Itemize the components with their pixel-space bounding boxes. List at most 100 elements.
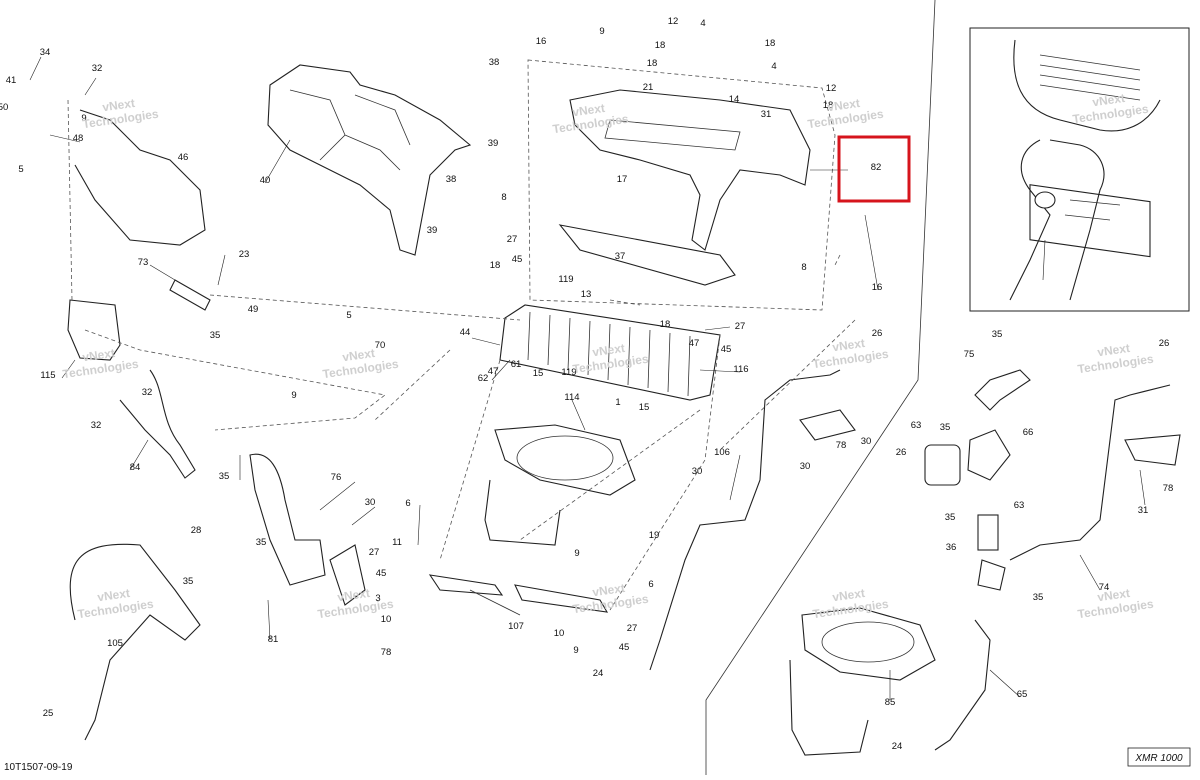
callout-32-3: 32 (91, 420, 102, 431)
callout-26-3: 26 (1159, 338, 1170, 349)
callout-4-2: 4 (771, 61, 776, 72)
callout-5-2: 5 (346, 310, 351, 321)
callout-45-4: 45 (619, 642, 630, 653)
callout-5-1: 5 (18, 164, 23, 175)
callout-119-1: 119 (558, 274, 573, 285)
inset-radiator-assembly (1009, 39, 1161, 301)
callout-45-2: 45 (721, 344, 732, 355)
callout-16-2: 16 (872, 282, 883, 293)
callout-73: 73 (138, 257, 149, 268)
watermark-line-1: vNext (1096, 586, 1130, 604)
callout-6-1: 6 (405, 498, 410, 509)
callout-38-1: 38 (489, 57, 500, 68)
callout-18-1: 18 (655, 40, 666, 51)
watermark-line-1: vNext (336, 586, 370, 604)
callout-46: 46 (178, 152, 189, 163)
part-84-hose (119, 369, 196, 479)
callout-35-1: 35 (210, 330, 221, 341)
callout-47-1: 47 (488, 366, 499, 377)
callout-13: 13 (581, 289, 592, 300)
callout-18-3: 18 (765, 38, 776, 49)
callout-4-1: 4 (700, 18, 705, 29)
part-65-hose (934, 619, 991, 751)
callout-9-2: 9 (599, 26, 604, 37)
part-36-tee (977, 559, 1006, 591)
callout-115: 115 (40, 370, 55, 381)
part-66-thermostat-housing (967, 429, 1011, 481)
callout-27-2: 27 (735, 321, 746, 332)
callout-85: 85 (885, 697, 896, 708)
part-40-front-cover (267, 64, 472, 256)
part-85-fan (789, 607, 936, 756)
callout-30-3: 30 (800, 461, 811, 472)
callout-49: 49 (248, 304, 259, 315)
callout-82: 82 (871, 162, 882, 173)
part-78-hose-right (1124, 434, 1181, 466)
callout-10-1: 10 (381, 614, 392, 625)
callout-34: 34 (40, 47, 51, 58)
part-73-hose-end (169, 279, 211, 311)
callout-1: 1 (615, 397, 620, 408)
watermark-line-1: vNext (1096, 341, 1130, 359)
drawing-code: 10T1507-09-19 (4, 762, 73, 773)
callout-41: 41 (6, 75, 17, 86)
part-76-hose (249, 453, 326, 586)
callout-66: 66 (1023, 427, 1034, 438)
callout-70: 70 (375, 340, 386, 351)
watermark-line-1: vNext (591, 581, 625, 599)
callout-8-2: 8 (801, 262, 806, 273)
callout-76: 76 (331, 472, 342, 483)
watermark-line-1: vNext (826, 96, 860, 114)
callout-18-5: 18 (490, 260, 501, 271)
callout-119-2: 119 (561, 367, 576, 378)
callout-15-2: 15 (639, 402, 650, 413)
callout-78-2: 78 (836, 440, 847, 451)
callout-84: 84 (130, 462, 141, 473)
upper-frame-outline (527, 59, 836, 311)
callout-35-7: 35 (945, 512, 956, 523)
watermark-line-1: vNext (571, 101, 605, 119)
callout-19: 19 (649, 530, 660, 541)
callout-24-1: 24 (593, 668, 604, 679)
inset-frame (969, 27, 1190, 312)
callout-9-4: 9 (573, 645, 578, 656)
callout-28: 28 (191, 525, 202, 536)
callout-26-1: 26 (872, 328, 883, 339)
callout-114: 114 (564, 392, 579, 403)
callout-9-3: 9 (291, 390, 296, 401)
callout-32-1: 32 (92, 63, 103, 74)
callout-30-2: 30 (692, 466, 703, 477)
part-107-bracket-right (514, 584, 609, 613)
part-106-hose (649, 369, 841, 671)
watermark-line-1: vNext (341, 346, 375, 364)
callout-12-2: 12 (826, 83, 837, 94)
callout-26-2: 26 (896, 447, 907, 458)
callout-38-2: 38 (446, 174, 457, 185)
callout-3: 3 (375, 593, 380, 604)
callout-31-1: 31 (761, 109, 772, 120)
callout-25: 25 (43, 708, 54, 719)
callout-27-1: 27 (507, 234, 518, 245)
callout-23: 23 (239, 249, 250, 260)
callout-8-1: 8 (501, 192, 506, 203)
callout-106: 106 (714, 447, 730, 458)
part-46-hose (74, 109, 206, 246)
callout-45-1: 45 (512, 254, 523, 265)
callout-18-4: 18 (823, 100, 834, 111)
callout-16-1: 16 (536, 36, 547, 47)
callout-107: 107 (508, 621, 524, 632)
watermark-line-1: vNext (1091, 91, 1125, 109)
callout-45-3: 45 (376, 568, 387, 579)
callout-78-1: 78 (381, 647, 392, 658)
callout-35-2: 35 (219, 471, 230, 482)
callout-39-1: 39 (488, 138, 499, 149)
callout-labels: 1344556688999991010111212131415151616171… (0, 16, 1173, 752)
part-105-hose (69, 543, 201, 741)
callout-27-3: 27 (369, 547, 380, 558)
